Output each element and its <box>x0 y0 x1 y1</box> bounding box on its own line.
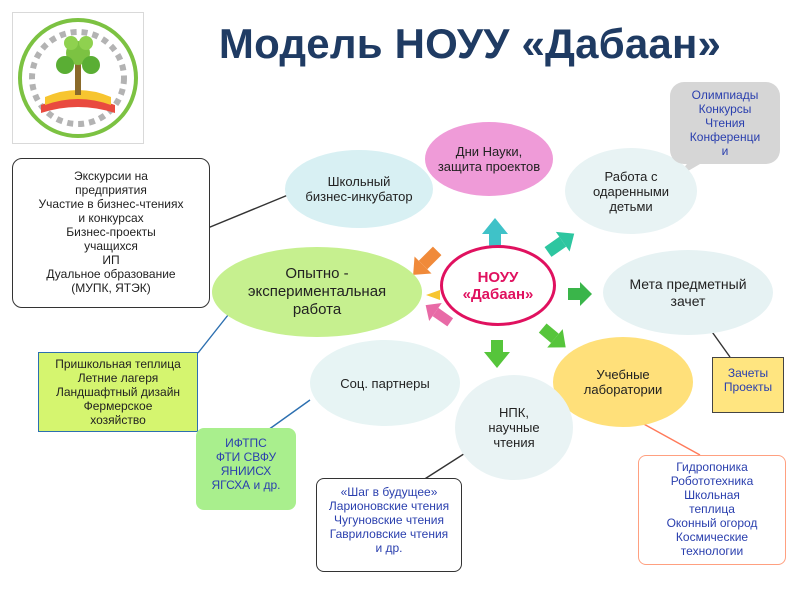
node-label: Дни Науки, защита проектов <box>437 144 541 174</box>
callout-text: Пришкольная теплица Летние лагеря Ландша… <box>55 357 181 427</box>
node-label: Соц. партнеры <box>340 375 430 391</box>
node-npk-readings: НПК, научные чтения <box>455 375 573 480</box>
callout-text: ИФТПС ФТИ СВФУ ЯНИИСХ ЯГСХА и др. <box>211 436 281 492</box>
node-meta-subject-test: Мета предметный зачет <box>603 250 773 335</box>
callout-technologies: Гидропоника Робототехника Школьная тепли… <box>638 455 786 565</box>
node-label: НПК, научные чтения <box>488 405 540 450</box>
center-node-label: НОУУ «Дабаан» <box>462 268 534 303</box>
center-node: НОУУ «Дабаан» <box>440 245 556 326</box>
node-gifted-children: Работа с одаренными детьми <box>565 148 697 234</box>
callout-greenhouse: Пришкольная теплица Летние лагеря Ландша… <box>38 352 198 432</box>
arrow-upright <box>544 231 575 257</box>
callout-text: «Шаг в будущее» Ларионовские чтения Чугу… <box>328 485 450 555</box>
arrow-up <box>482 218 508 246</box>
node-label: Учебные лаборатории <box>583 367 663 397</box>
node-label: Мета предметный зачет <box>629 275 747 309</box>
callout-pointer-iftps <box>267 399 311 431</box>
node-label: Опытно - экспериментальная работа <box>247 265 387 318</box>
callout-text: Зачеты Проекты <box>723 366 773 394</box>
node-label: Работа с одаренными детьми <box>592 168 670 214</box>
arrow-down <box>484 340 510 368</box>
arrow-downleft <box>425 302 454 327</box>
callout-text: Олимпиады Конкурсы Чтения Конференци и <box>689 88 761 158</box>
callout-partners-list: ИФТПС ФТИ СВФУ ЯНИИСХ ЯГСХА и др. <box>196 428 296 510</box>
callout-readings: «Шаг в будущее» Ларионовские чтения Чугу… <box>316 478 462 572</box>
callout-text: Гидропоника Робототехника Школьная тепли… <box>666 460 758 558</box>
node-experimental-work: Опытно - экспериментальная работа <box>212 247 422 337</box>
school-emblem-tree-icon <box>18 18 138 138</box>
callout-olympiads: Олимпиады Конкурсы Чтения Конференци и <box>670 82 780 164</box>
node-business-incubator: Школьный бизнес-инкубатор <box>285 150 433 228</box>
node-social-partners: Соц. партнеры <box>310 340 460 426</box>
node-science-days: Дни Науки, защита проектов <box>425 122 553 196</box>
callout-pointer-greenhouse <box>197 309 233 354</box>
callout-excursions: Экскурсии на предприятия Участие в бизне… <box>12 158 210 308</box>
arrow-right <box>568 282 592 306</box>
arrow-downright <box>538 323 566 348</box>
logo <box>12 12 144 144</box>
node-study-labs: Учебные лаборатории <box>553 337 693 427</box>
arrow-left <box>426 290 440 300</box>
arrow-upleft <box>413 246 442 275</box>
callout-pointer-steps <box>419 449 471 483</box>
callout-pointer-excursion <box>197 194 289 233</box>
node-label: Школьный бизнес-инкубатор <box>305 174 413 204</box>
page-title: Модель НОУУ «Дабаан» <box>218 20 722 67</box>
callout-tests-projects: Зачеты Проекты <box>712 357 784 413</box>
callout-text: Экскурсии на предприятия Участие в бизне… <box>38 169 184 295</box>
